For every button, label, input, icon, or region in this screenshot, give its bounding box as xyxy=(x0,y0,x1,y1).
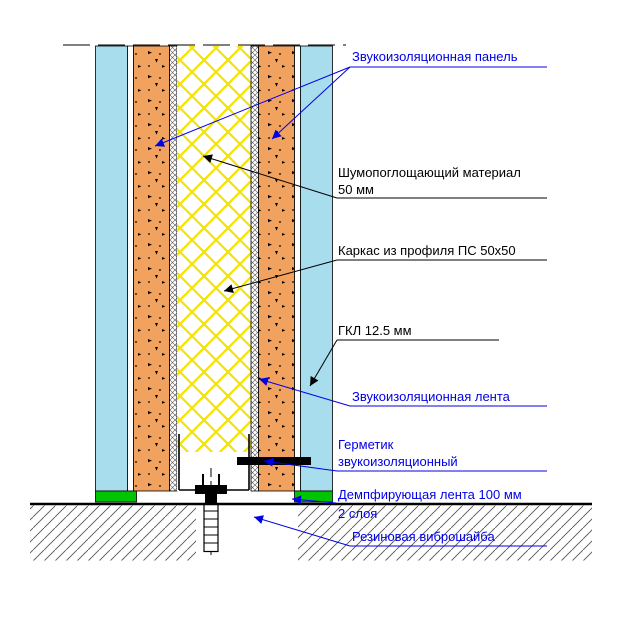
insulation-tape-right xyxy=(250,45,259,492)
label-damper-tape-1: Демпфирующая лента 100 мм xyxy=(338,487,522,502)
leader-sound-panel-right xyxy=(271,66,351,140)
sound-panel-right xyxy=(258,45,295,492)
wall-section xyxy=(95,45,333,492)
ground-hatch-right xyxy=(298,505,592,561)
leaders-blue xyxy=(154,66,547,547)
label-sound-tape: Звукоизоляционная лента xyxy=(352,389,510,404)
absorber-core xyxy=(177,46,251,452)
leader-absorber xyxy=(202,154,338,199)
leader-sound-tape xyxy=(258,377,351,407)
insulation-tape-left xyxy=(169,45,178,492)
gap-left xyxy=(127,45,134,492)
ground-hatch-left xyxy=(30,505,196,561)
label-absorber-thickness: 50 мм xyxy=(338,182,374,197)
label-sealant-2: звукоизоляционный xyxy=(338,454,458,469)
label-frame: Каркас из профиля ПС 50x50 xyxy=(338,243,516,258)
leader-gkl xyxy=(309,339,338,387)
label-sound-panel: Звукоизоляционная панель xyxy=(352,49,518,64)
leader-sound-panel-left xyxy=(154,66,351,147)
screw-threads xyxy=(204,510,218,544)
label-gkl: ГКЛ 12.5 мм xyxy=(338,323,412,338)
damper-tape-right xyxy=(294,490,333,503)
sealant-joint xyxy=(237,457,311,465)
label-absorber: Шумопоглощающий материал xyxy=(338,165,521,180)
leader-damper-tape xyxy=(291,495,337,505)
leader-frame xyxy=(223,259,338,293)
leader-sealant xyxy=(263,457,338,472)
label-damper-tape-2: 2 слоя xyxy=(338,506,378,521)
gap-right xyxy=(294,45,301,492)
sound-panel-left xyxy=(133,45,170,492)
leader-washer xyxy=(253,515,351,547)
label-rubber-washer: Резиновая виброшайба xyxy=(352,529,495,544)
damper-tape-left xyxy=(95,490,137,503)
leaders-black xyxy=(202,154,547,387)
label-sealant-1: Герметик xyxy=(338,437,394,452)
gypsum-board-left xyxy=(95,45,128,492)
anchor-screw xyxy=(195,468,227,558)
